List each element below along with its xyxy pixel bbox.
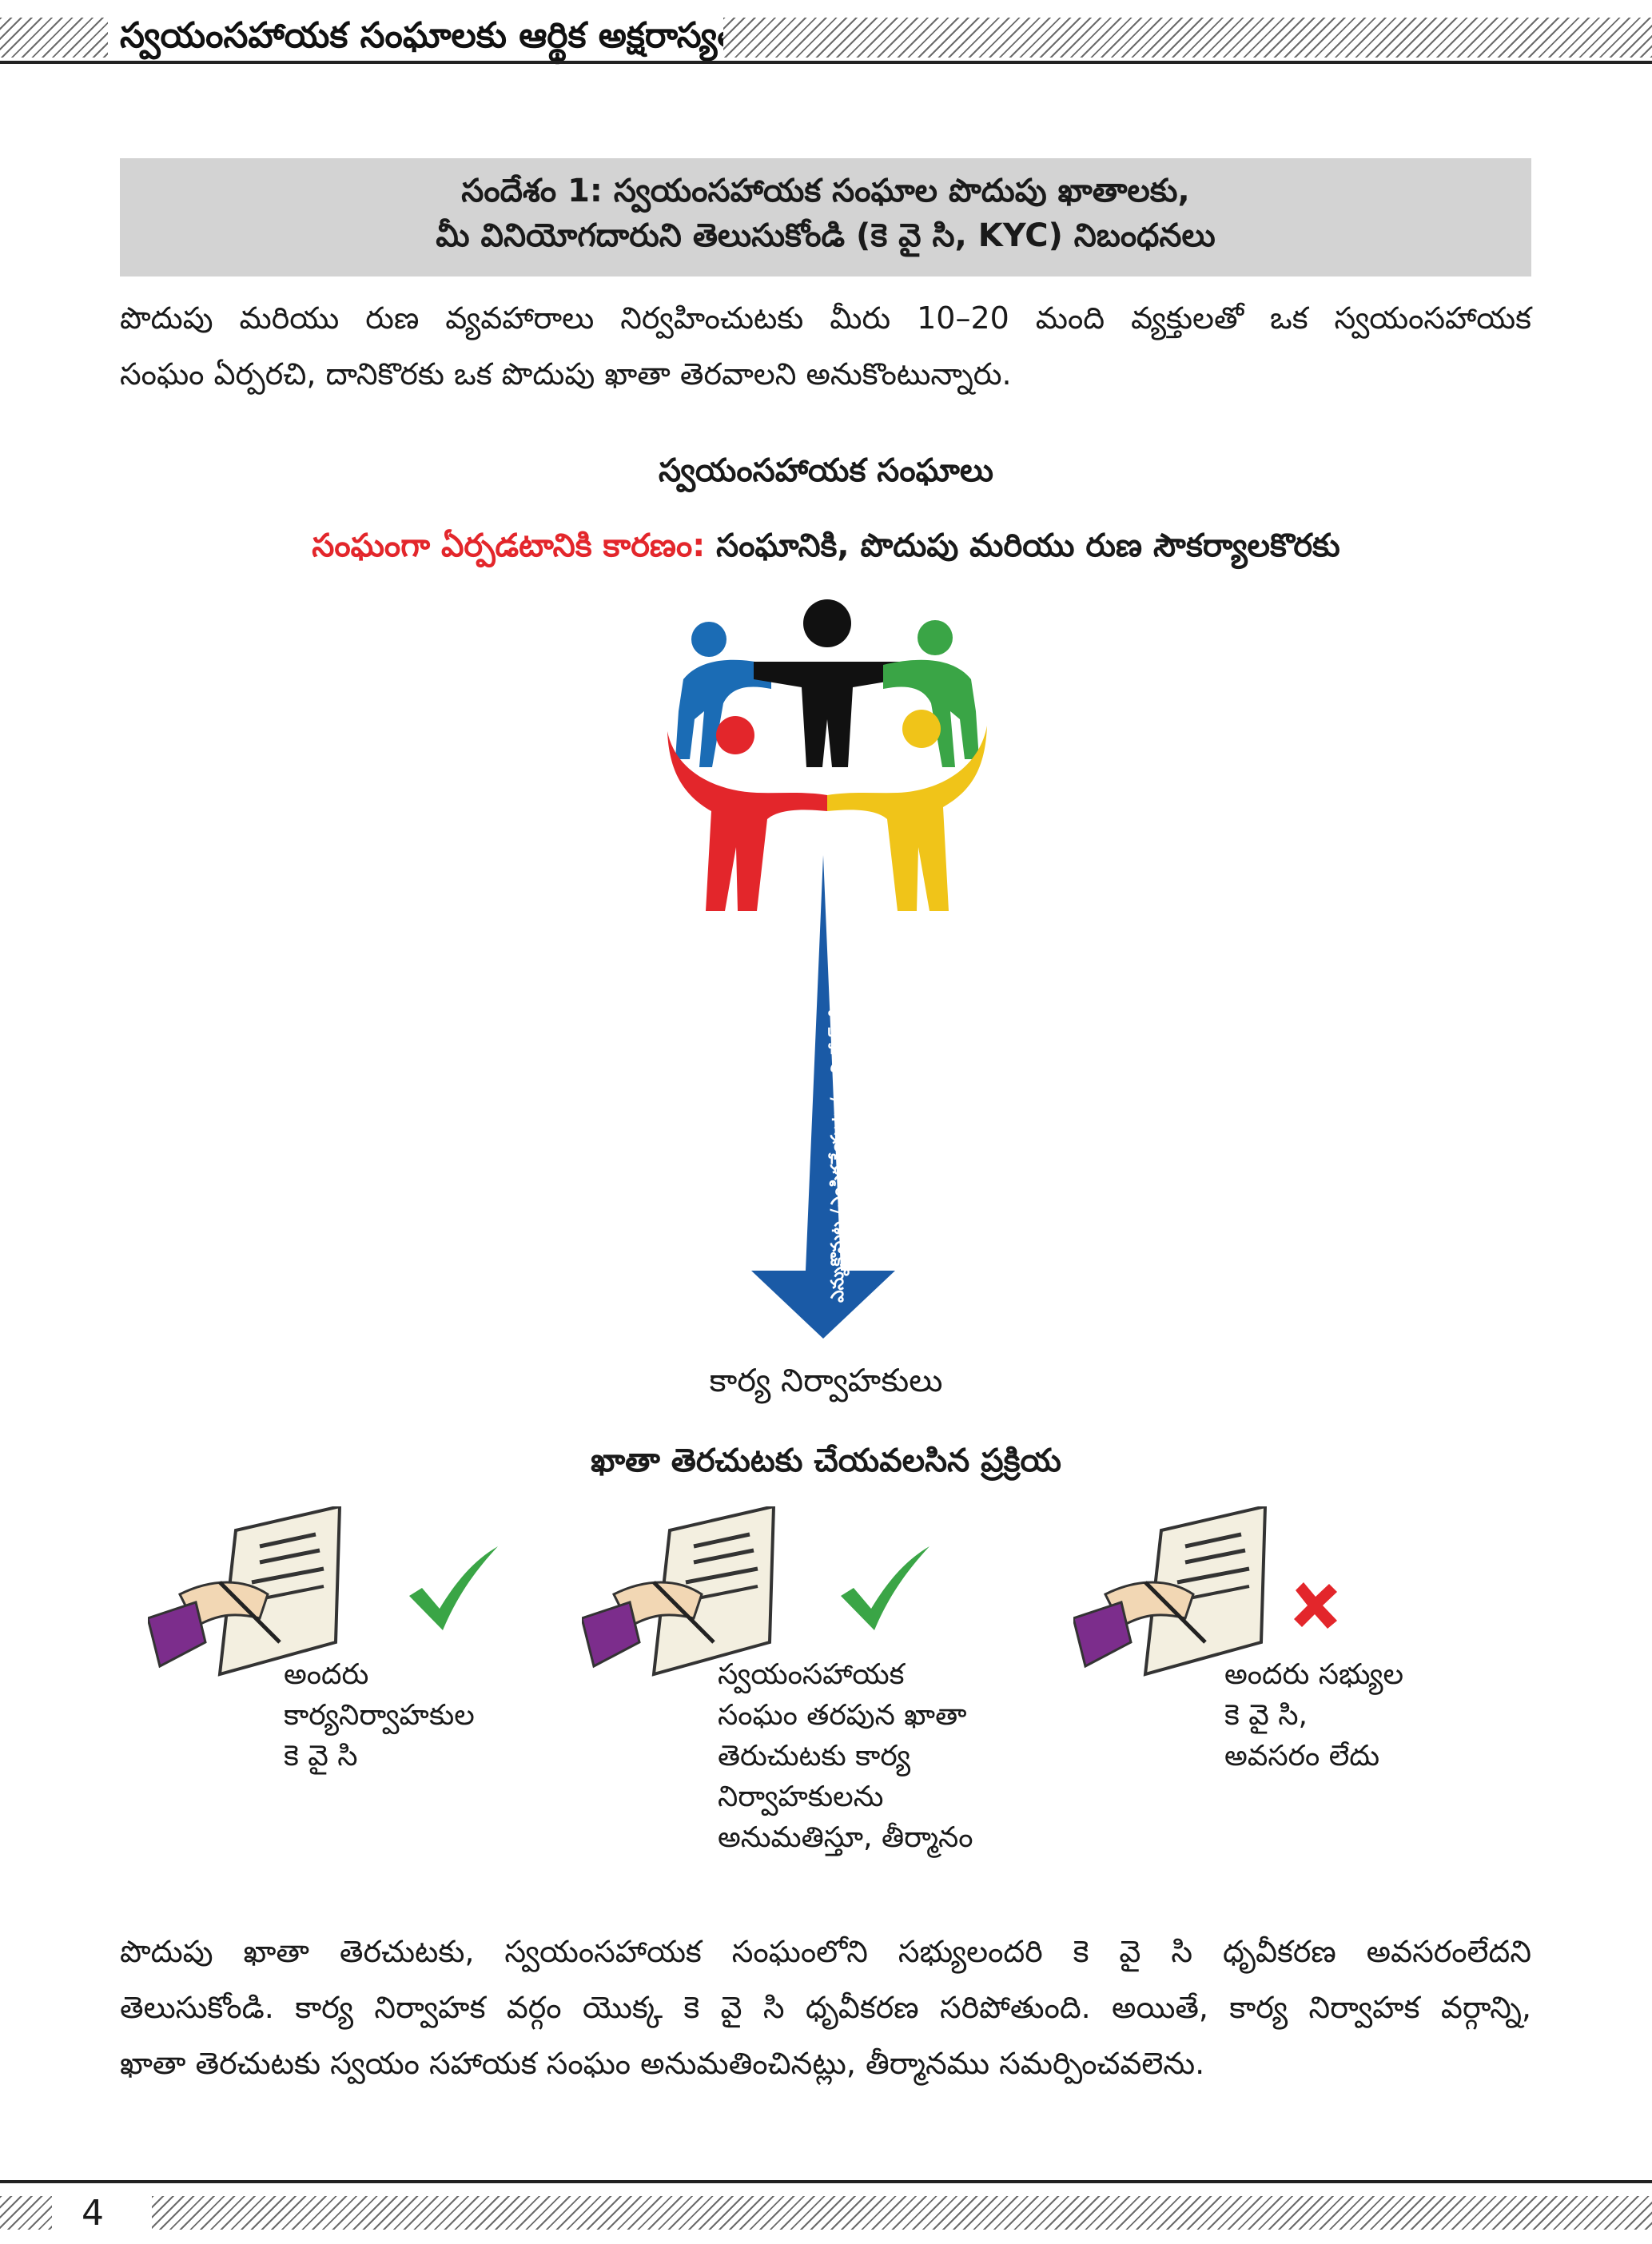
reason-text: సంఘానికి, పొదుపు మరియు రుణ సౌకర్యాలకొరకు [705,527,1340,564]
header-hatch-decoration [0,18,108,58]
message-box: సందేశం 1: స్వయంసహాయక సంఘాల పొదుపు ఖాతాలక… [120,158,1531,277]
signing-document-icon [1073,1506,1268,1677]
reason-label: సంఘంగా ఏర్పడటానికి కారణం: [312,527,706,564]
step-text-line: అందరు సభ్యుల [1224,1658,1404,1691]
closing-paragraph-line-2: తెలుసుకోండి. కార్య నిర్వాహక వర్గం యొక్క … [120,1990,1531,2025]
process-title: ఖాతా తెరచుటకు చేయవలసిన ప్రక్రియ [591,1442,1061,1479]
step-text-line: కార్యనిర్వాహకుల [284,1699,475,1732]
step-text-line: అవసరం లేదు [1224,1740,1380,1773]
arrow-label: ఎన్నుకొనుట /ఎంపికచేయుట / నామినేట్ చేయుట [828,967,848,1303]
step-text-line: అనుమతిస్తూ, తీర్మానం [718,1821,973,1854]
signing-document-icon [582,1506,776,1677]
step-text-line: కె వై సి [284,1740,358,1773]
step-text: అందరు కార్యనిర్వాహకుల కె వై సి [284,1654,475,1776]
person-red-icon [667,716,827,911]
selection-arrow [751,855,895,1339]
check-mark-icon [409,1546,498,1630]
footer-hatch-decoration [152,2196,1652,2230]
step-text-line: అందరు [284,1658,369,1691]
signing-document-icon [148,1506,342,1677]
intro-paragraph-line-1: పొదుపు మరియు రుణ వ్యవహారాలు నిర్వహించుటక… [120,300,1531,336]
page-running-title: స్వయంసహాయక సంఘాలకు ఆర్థిక అక్షరాస్యత [120,15,745,56]
person-black-icon [754,599,901,767]
header-hatch-decoration [723,18,1652,58]
step-text-line: కె వై సి, [1224,1699,1308,1732]
footer-rule [0,2180,1652,2183]
step-text-line: సంఘం తరపున ఖాతా [718,1699,967,1732]
closing-paragraph-line-3: ఖాతా తెరచుటకు స్వయం సహాయక సంఘం అనుమతించి… [120,2046,1205,2081]
person-green-icon [883,620,979,767]
footer-hatch-decoration [0,2196,52,2230]
closing-paragraph-line-1: పొదుపు ఖాతా తెరచుటకు, స్వయంసహాయక సంఘంలోన… [120,1934,1531,1969]
intro-paragraph-line-2: సంఘం ఏర్పరచి, దానికొరకు ఒక పొదుపు ఖాతా త… [120,356,1012,392]
executive-committee-label: కార్య నిర్వాహకులు [709,1363,943,1399]
person-blue-icon [675,622,771,767]
step-text: స్వయంసహాయక సంఘం తరపున ఖాతా తెరుచుటకు కార… [718,1654,973,1858]
cross-mark-icon [1294,1582,1337,1629]
check-mark-icon [841,1546,929,1630]
message-title-line-2: మీ వినియోగదారుని తెలుసుకోండి (కె వై సి, … [436,217,1216,254]
people-group-icon [667,599,987,911]
diagram-heading: స్వయంసహాయక సంఘాలు [658,452,994,489]
page-number: 4 [82,2193,104,2234]
step-text-line: నిర్వాహకులను [718,1780,884,1813]
step-text-line: తెరుచుటకు కార్య [718,1740,911,1773]
step-text-line: స్వయంసహాయక [718,1658,905,1691]
header-rule [0,61,1652,64]
reason-line: సంఘంగా ఏర్పడటానికి కారణం: సంఘానికి, పొదు… [0,527,1652,572]
person-yellow-icon [827,710,987,911]
message-title-line-1: సందేశం 1: స్వయంసహాయక సంఘాల పొదుపు ఖాతాలక… [461,173,1190,209]
step-text: అందరు సభ్యుల కె వై సి, అవసరం లేదు [1224,1654,1403,1776]
